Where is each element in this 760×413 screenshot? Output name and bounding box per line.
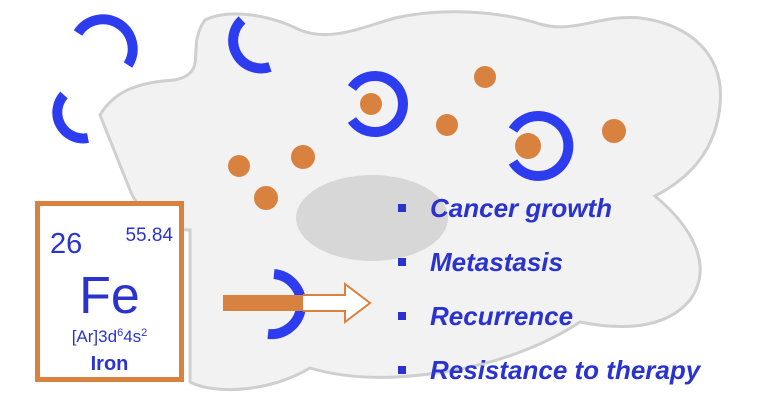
open-ring-icon: [52, 91, 89, 144]
cell-nucleus: [296, 175, 448, 261]
iron-particle: [515, 133, 541, 159]
effect-item: Metastasis: [398, 244, 700, 298]
iron-particle: [474, 66, 496, 88]
effect-label: Recurrence: [430, 301, 574, 331]
effect-item: Cancer growth: [398, 190, 700, 244]
uptake-arrow-shaft: [223, 295, 303, 311]
iron-particles: [228, 66, 626, 210]
bullet-square-icon: [398, 366, 406, 374]
iron-particle: [228, 155, 250, 177]
effect-item: Recurrence: [398, 298, 700, 352]
effect-item: Resistance to therapy: [398, 352, 700, 406]
bullet-square-icon: [398, 258, 406, 266]
bullet-square-icon: [398, 204, 406, 212]
element-name: Iron: [90, 353, 129, 375]
electron-configuration: [Ar]3d64s2: [40, 327, 179, 347]
iron-particle: [254, 186, 278, 210]
bullet-square-icon: [398, 312, 406, 320]
open-ring-icon: [73, 14, 138, 68]
iron-particle: [602, 119, 626, 143]
uptake-arrow-head: [303, 281, 372, 325]
iron-particle: [436, 114, 458, 136]
effect-label: Resistance to therapy: [430, 355, 701, 385]
iron-particle: [360, 93, 382, 115]
config-4s: 4s: [123, 327, 142, 346]
open-ring-icon: [228, 16, 272, 74]
atomic-number: 26: [50, 228, 83, 260]
atomic-mass: 55.84: [125, 225, 173, 246]
config-4s-count: 2: [141, 327, 148, 339]
effect-label: Cancer growth: [430, 193, 613, 223]
iron-element-card: 26 55.84 Fe [Ar]3d64s2 Iron: [35, 201, 184, 382]
effect-label: Metastasis: [430, 247, 563, 277]
effects-list: Cancer growth Metastasis Recurrence Resi…: [398, 190, 700, 406]
config-core: [Ar]3d: [71, 327, 118, 346]
element-symbol: Fe: [79, 267, 140, 325]
iron-particle: [291, 145, 315, 169]
open-ring-icon: [508, 111, 574, 181]
config-3d-count: 6: [117, 327, 124, 339]
open-ring-icon: [347, 71, 408, 137]
